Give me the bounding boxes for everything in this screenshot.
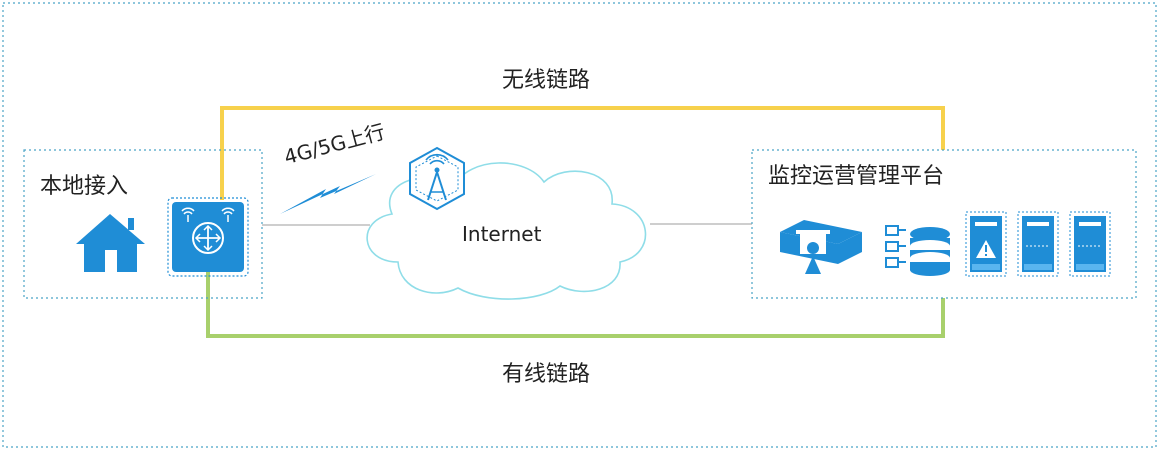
server-icon bbox=[1017, 211, 1059, 277]
local-access-label: 本地接入 bbox=[40, 174, 129, 199]
server-alert-icon bbox=[965, 211, 1007, 277]
server-icon bbox=[1069, 211, 1111, 277]
router-icon bbox=[167, 197, 249, 277]
wireless-link-line bbox=[220, 106, 945, 200]
wired-link-line bbox=[206, 268, 945, 338]
house-icon bbox=[76, 214, 145, 272]
camera-monitor-icon bbox=[780, 220, 862, 274]
wired-link-label: 有线链路 bbox=[502, 362, 591, 387]
cell-tower-icon bbox=[409, 146, 465, 211]
wireless-link-label: 无线链路 bbox=[502, 68, 591, 93]
lightning-signal-icon bbox=[280, 174, 376, 214]
internet-label: Internet bbox=[462, 222, 542, 246]
database-icon bbox=[885, 225, 950, 276]
platform-label: 监控运营管理平台 bbox=[768, 164, 945, 189]
local-access-box bbox=[23, 149, 263, 299]
